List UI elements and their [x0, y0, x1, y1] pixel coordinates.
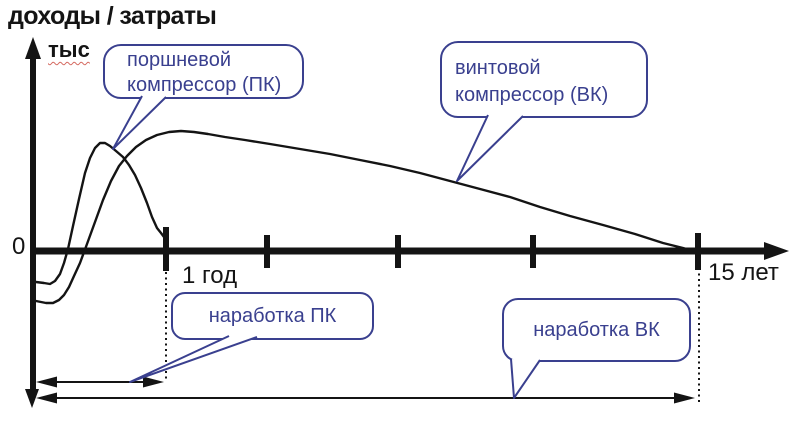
- span-arrow-pk: [36, 376, 164, 388]
- callout-runtime-vk-label: наработка ВК: [533, 318, 660, 341]
- x-axis-ticks: [163, 227, 701, 271]
- chart-title: доходы / затраты: [8, 2, 217, 30]
- callout-runtime-vk: наработка ВК: [502, 298, 691, 362]
- callout-screw-compressor: винтовой компрессор (ВК): [440, 41, 648, 118]
- tick-label-1-year: 1 год: [182, 262, 238, 289]
- y-axis: [25, 37, 41, 408]
- x-axis-arrowhead: [764, 242, 789, 260]
- callout-piston-compressor: поршневой компрессор (ПК): [103, 44, 304, 99]
- callout-pk-line2: компрессор (ПК): [127, 74, 282, 96]
- x-axis: [30, 242, 789, 260]
- origin-zero-label: 0: [12, 233, 26, 260]
- callout-pk-line1: поршневой: [127, 49, 231, 71]
- pk-curve: [34, 141, 166, 286]
- span-arrow-vk: [36, 392, 695, 404]
- y-axis-down-arrowhead: [25, 389, 39, 408]
- callout-runtime-pk: наработка ПК: [171, 292, 374, 340]
- vk-curve: [34, 129, 699, 305]
- tick-label-15-years: 15 лет: [708, 259, 779, 286]
- callout-vk-line2: компрессор (ВК): [455, 83, 609, 106]
- y-axis-up-arrowhead: [25, 37, 41, 59]
- callout-vk-line1: винтовой: [455, 56, 541, 79]
- callout-runtime-pk-label: наработка ПК: [208, 304, 337, 327]
- y-axis-unit-label: тыс: [48, 37, 90, 62]
